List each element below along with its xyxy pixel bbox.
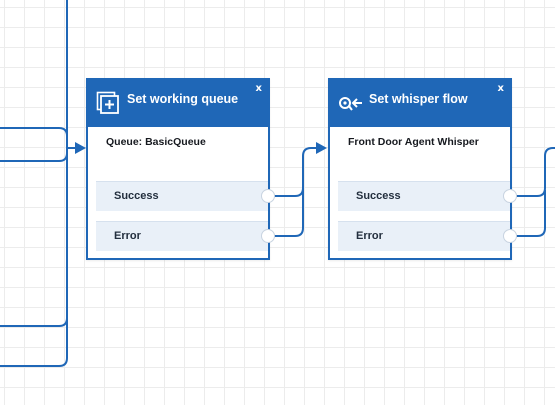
branch-error: Error: [338, 221, 517, 251]
close-button[interactable]: x: [255, 83, 262, 94]
block-title: Set working queue: [127, 92, 239, 106]
set-whisper-flow-block[interactable]: Set whisper flow x Front Door Agent Whis…: [328, 78, 517, 260]
block-header[interactable]: Set whisper flow x: [330, 80, 510, 127]
branch-success: Success: [96, 181, 275, 211]
block-subtitle: Queue: BasicQueue: [106, 136, 206, 148]
set-working-queue-block[interactable]: Set working queue x Queue: BasicQueue Su…: [86, 78, 275, 260]
branch-label: Success: [356, 190, 401, 202]
queue-add-icon: [96, 91, 120, 115]
branch-error: Error: [96, 221, 275, 251]
block-title: Set whisper flow: [369, 92, 468, 106]
branch-error-port[interactable]: [261, 229, 275, 243]
connector-success-out: [507, 147, 555, 197]
branch-success-port[interactable]: [261, 189, 275, 203]
branch-success: Success: [338, 181, 517, 211]
arrowhead-queue: [75, 142, 86, 154]
arrowhead-whisper: [316, 142, 327, 154]
block-header[interactable]: Set working queue x: [88, 80, 268, 127]
branch-error-port[interactable]: [503, 229, 517, 243]
connector-error-out: [507, 190, 546, 237]
whisper-key-icon: [338, 91, 362, 115]
connector-success-to-whisper: [264, 147, 320, 197]
close-button[interactable]: x: [497, 83, 504, 94]
connector-incoming-bottom: [0, 148, 68, 162]
connector-error-to-whisper: [264, 156, 304, 237]
branch-label: Error: [356, 230, 383, 242]
branch-label: Error: [114, 230, 141, 242]
branch-success-port[interactable]: [503, 189, 517, 203]
branch-label: Success: [114, 190, 159, 202]
block-subtitle: Front Door Agent Whisper: [348, 136, 479, 148]
connector-incoming-lower: [0, 300, 68, 327]
connector-incoming-top: [0, 127, 68, 148]
connector-trunk: [0, 0, 68, 367]
